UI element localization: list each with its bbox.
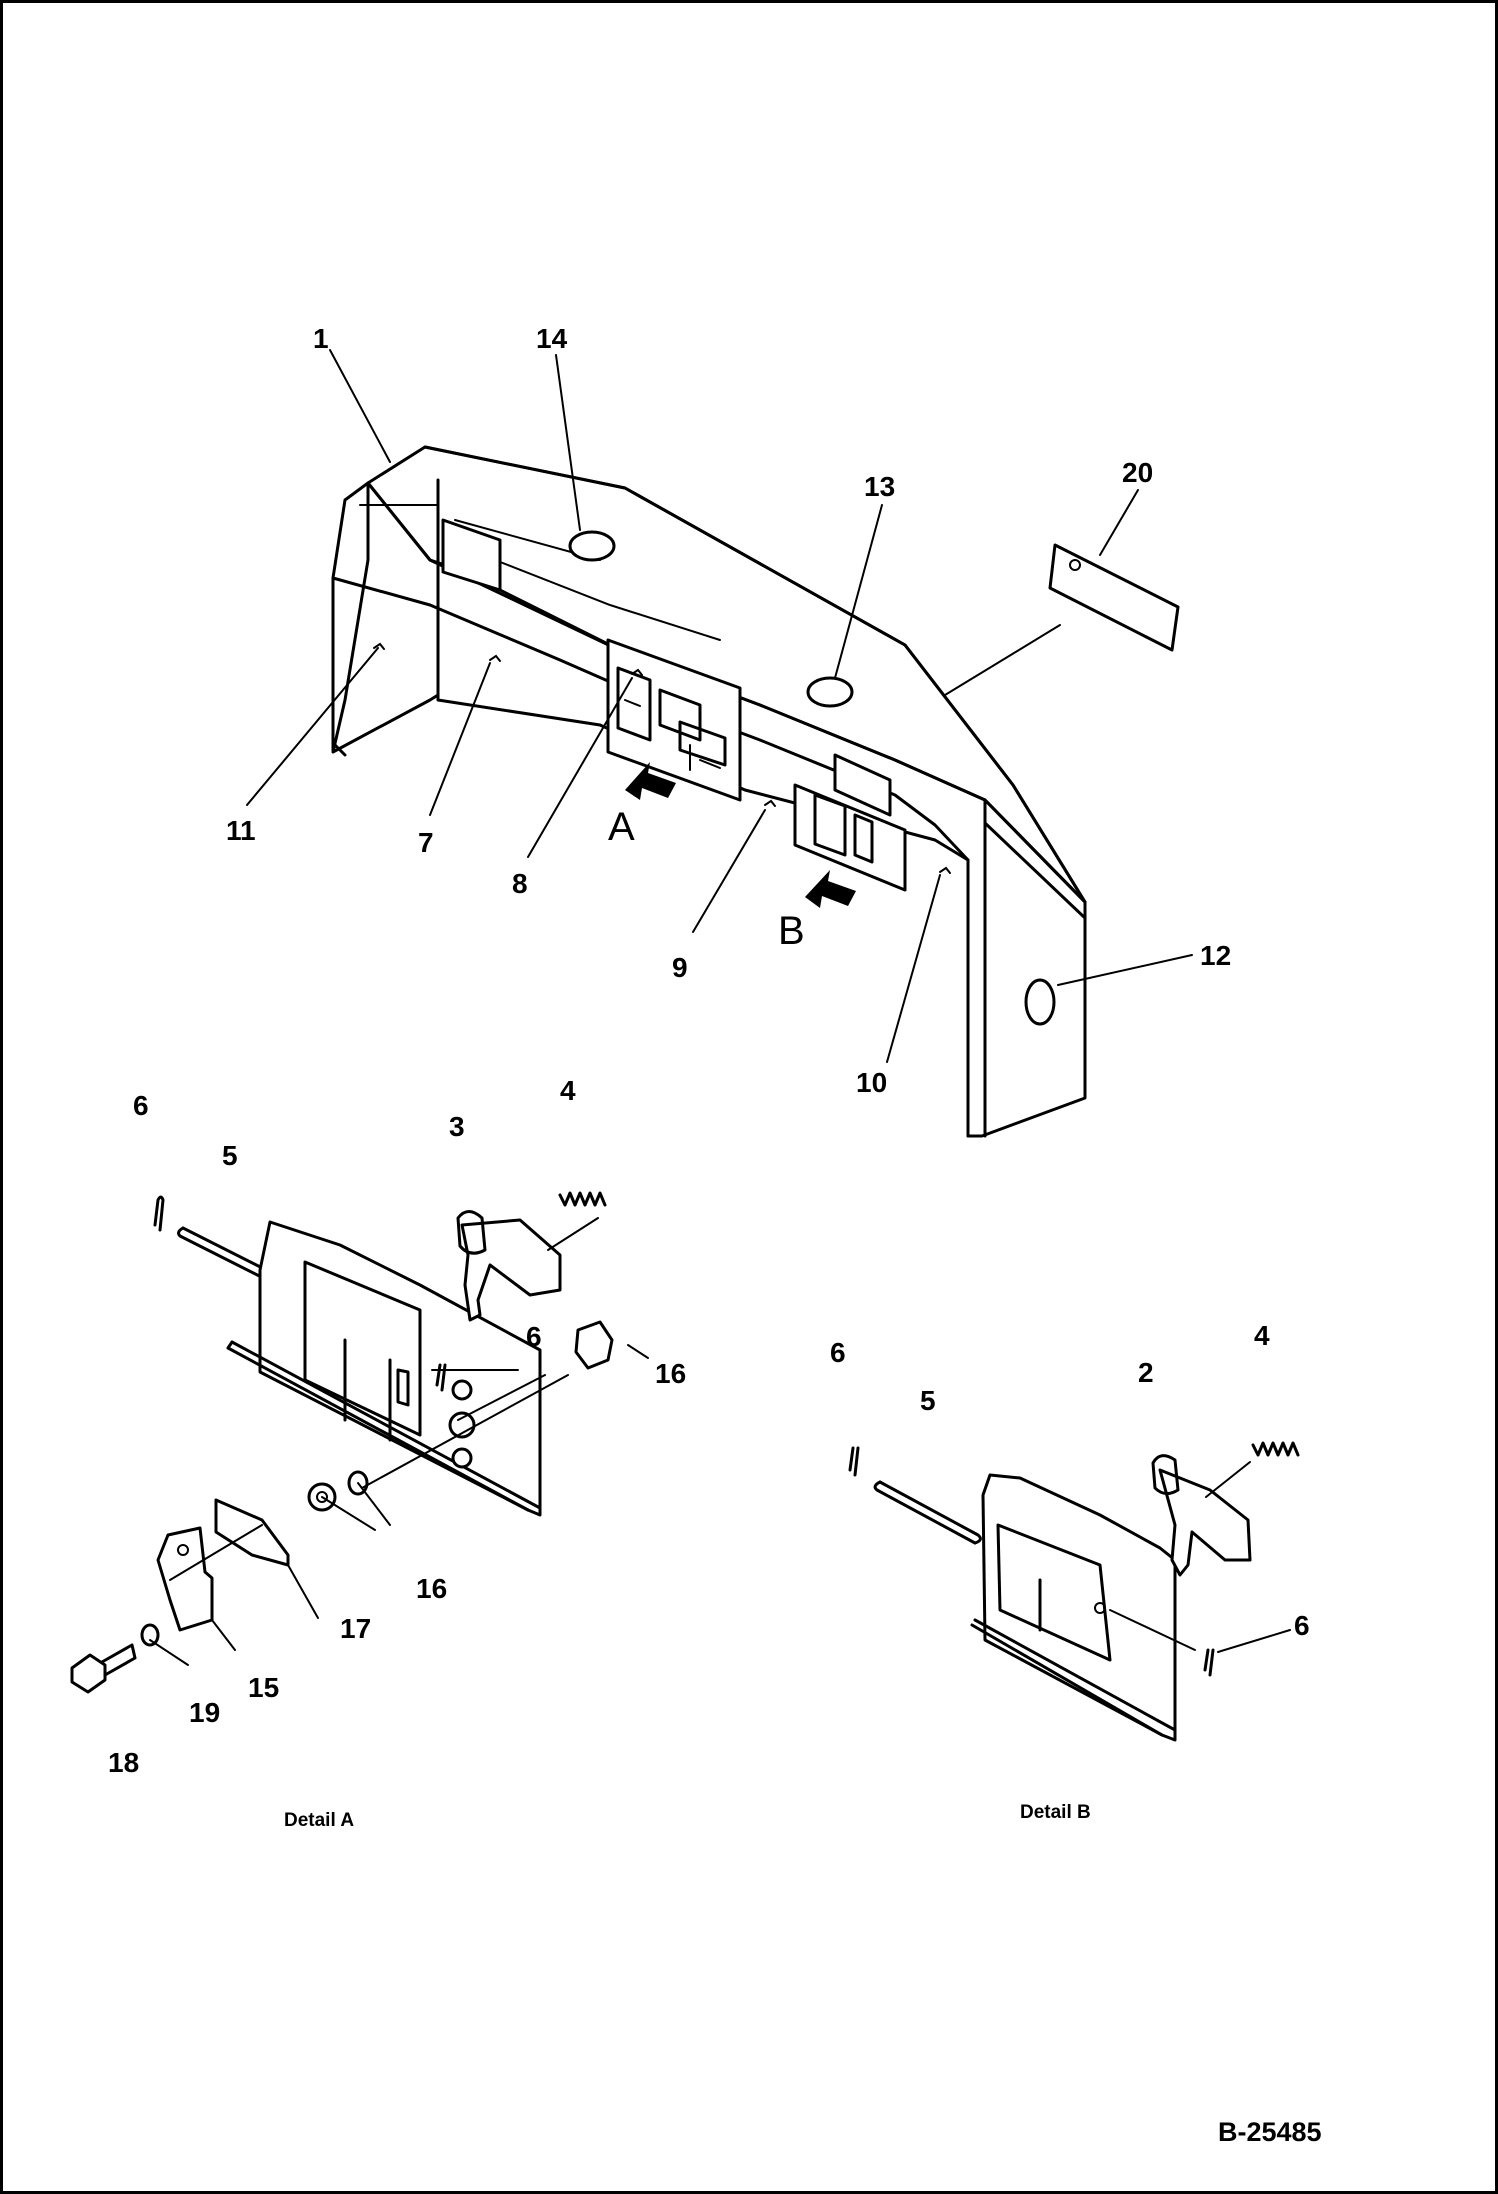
detail-b-door-panel [981,1473,1177,1742]
callout-18: 18 [108,1747,139,1778]
detail-a-cotter-6-left [153,1195,165,1232]
callout-12: 12 [1200,940,1231,971]
view-arrow-b [805,870,856,908]
top-hole-14 [568,530,616,562]
pin-mark-11 [373,642,385,650]
opening-a-details [624,699,721,771]
callout-4-detail-b: 4 [1254,1320,1270,1351]
detail-a-washer-19 [140,1623,160,1647]
callout-6-detail-a-mid: 6 [526,1321,542,1352]
opening-a-latch [616,666,727,767]
detail-b-door-bottom-flange [970,1618,1177,1737]
document-id: B-25485 [1218,2117,1322,2147]
callout-9: 9 [672,952,688,983]
detail-a-door-inner [303,1260,422,1442]
detail-a-hole-3 [451,1447,473,1469]
detail-a-spring-4 [558,1191,607,1207]
detail-a-bracket-15 [156,1526,214,1632]
callout-5-detail-a: 5 [222,1140,238,1171]
callout-labels: 1 14 13 20 11 7 8 9 12 10 A B 6 5 3 4 6 … [108,323,1322,2147]
detail-a-door-bottom-flange [226,1340,542,1512]
top-hole-13 [806,676,854,708]
detail-a-assembly [70,1191,649,1694]
pin-mark-7 [489,654,501,662]
opening-b-latch [813,793,874,864]
callout-15: 15 [248,1672,279,1703]
housing-right-panel [983,798,1087,920]
housing-right-end [966,798,987,1138]
callout-19: 19 [189,1697,220,1728]
hinge-tab-left [441,518,502,592]
hinge-tab-right [833,753,892,817]
caption-detail-a: Detail A [284,1810,354,1831]
detail-a-knob-16 [574,1320,614,1370]
callout-14: 14 [536,323,568,354]
detail-a-washer-16 [347,1470,369,1496]
callout-7: 7 [418,827,434,858]
callout-16-detail-a-washer: 16 [416,1573,447,1604]
detail-a-bracket-hole [177,1544,189,1556]
side-hole-12 [1024,978,1056,1026]
callout-10: 10 [856,1067,887,1098]
detail-b-leaders [1109,1461,1291,1653]
name-plate-20 [1048,543,1180,652]
callout-6-detail-b-right: 6 [1294,1610,1310,1641]
housing-left-flange [436,478,602,727]
caption-detail-b: Detail B [1020,1802,1091,1823]
pin-mark-9 [764,799,776,807]
detail-b-hole [1094,1602,1106,1614]
callout-5-detail-b: 5 [920,1385,936,1416]
callout-4-detail-a: 4 [560,1075,576,1106]
main-leader-lines [246,349,1193,1063]
name-plate-hole [1069,559,1081,571]
detail-a-bolt-18-shank [100,1643,137,1677]
view-label-b: B [778,909,805,953]
detail-b-pin-5 [873,1480,982,1545]
detail-a-leaders [149,1217,649,1666]
callout-8: 8 [512,868,528,899]
detail-b-cotter-6-left [848,1446,860,1477]
pin-mark-10 [939,866,951,874]
detail-a-pin-5 [177,1226,294,1292]
detail-a-nut-16-inner [316,1491,328,1503]
detail-a-door-panel [258,1220,542,1517]
opening-b [793,783,907,892]
detail-b-assembly [848,1441,1300,1742]
callout-2: 2 [1138,1357,1154,1388]
detail-a-latch-3 [460,1218,562,1322]
housing-assembly [331,445,1087,1138]
callout-17: 17 [340,1613,371,1644]
callout-13: 13 [864,471,895,502]
callout-1: 1 [313,323,329,354]
pin-mark-8 [631,668,643,676]
detail-b-door-inner [996,1523,1112,1662]
detail-a-slot [396,1368,410,1407]
detail-b-spring-4 [1251,1441,1300,1457]
housing-left-end [331,481,440,754]
view-arrow-a [625,762,676,800]
detail-b-cotter-6-right [1203,1648,1215,1677]
callout-16-detail-a-knob: 16 [655,1358,686,1389]
view-label-a: A [608,805,635,849]
detail-a-hole-2 [448,1411,476,1439]
callout-6-detail-a-left: 6 [133,1090,149,1121]
detail-b-latch-2 [1158,1468,1252,1577]
detail-a-hole-1 [451,1379,473,1401]
callout-11: 11 [226,815,256,846]
detail-a-plate-17 [214,1498,290,1567]
detail-b-latch-2-barrel [1151,1454,1180,1495]
callout-6-detail-b-left: 6 [830,1337,846,1368]
detail-a-latch-3-barrel [456,1210,487,1255]
detail-a-bolt-18 [70,1653,107,1694]
callout-20: 20 [1122,457,1153,488]
callout-3: 3 [449,1111,465,1142]
